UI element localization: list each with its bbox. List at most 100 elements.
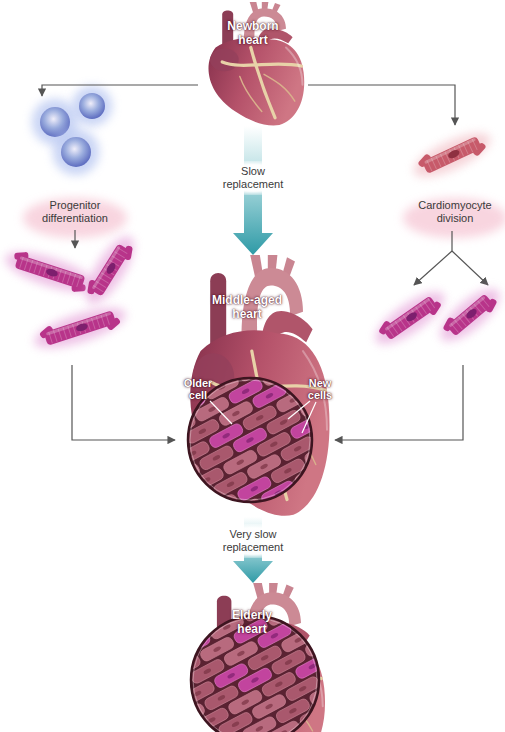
cell-nucleus [173, 543, 182, 550]
muscle-cell [404, 386, 441, 413]
muscle-cell [127, 431, 164, 458]
muscle-cell [328, 635, 365, 662]
cell-nucleus [284, 659, 293, 666]
cell-nucleus [470, 644, 479, 651]
cell-nucleus [131, 655, 140, 662]
muscle-cell [127, 623, 164, 650]
muscle-cell [370, 404, 407, 431]
cell-nucleus [333, 548, 342, 555]
cell-nucleus [178, 472, 187, 479]
coronary-fat [251, 47, 275, 117]
cell-nucleus [274, 681, 283, 688]
cardiomyocyte [433, 280, 505, 349]
cell-nucleus [388, 462, 397, 469]
flow-arrow [308, 85, 455, 125]
cell-nucleus [160, 397, 169, 404]
cell-nucleus [261, 343, 270, 350]
muscle-cell [400, 529, 437, 556]
cell-body [90, 243, 130, 296]
cell-nucleus [227, 672, 236, 679]
cell-nucleus [64, 690, 73, 697]
cell-nucleus [313, 592, 322, 599]
cell-nucleus [251, 366, 260, 373]
muscle-cell [381, 573, 418, 600]
muscle-cell [414, 555, 451, 582]
cell-nucleus [299, 374, 308, 381]
cell-nucleus [355, 480, 364, 487]
cell-nucleus [400, 512, 409, 519]
muscle-cell [362, 498, 399, 525]
muscle-cell [313, 728, 350, 732]
cell-nucleus [336, 405, 345, 412]
muscle-cell [419, 604, 456, 631]
cell-nucleus [385, 294, 394, 301]
cell-nucleus [260, 654, 269, 661]
cell-nucleus [154, 587, 163, 594]
heart-illustration [208, 2, 304, 125]
cell-nucleus [375, 627, 384, 634]
muscle-cell [161, 605, 198, 632]
cell-nucleus [418, 587, 427, 594]
cell-nucleus [120, 605, 129, 612]
cell-nucleus [413, 347, 422, 354]
cell-nucleus [83, 455, 92, 462]
cell-nucleus [446, 640, 455, 647]
muscle-cell [328, 324, 365, 351]
cell-nucleus [217, 694, 226, 701]
cell-nucleus [309, 543, 318, 550]
cell-nucleus [165, 637, 174, 644]
cell-nucleus [423, 636, 432, 643]
cell-nucleus [203, 668, 212, 675]
cell-nucleus [357, 552, 366, 559]
muscle-cell [141, 458, 178, 485]
cell-nucleus [405, 311, 419, 324]
muscle-cell [304, 320, 341, 347]
muscle-cell [351, 639, 388, 666]
cell-nucleus [93, 433, 102, 440]
cell-nucleus [222, 432, 231, 439]
progenitor-glow [72, 86, 112, 126]
muscle-cell [342, 351, 379, 378]
muscle-cell [252, 574, 289, 601]
cell-body [382, 296, 438, 341]
cell-nucleus [88, 503, 97, 510]
muscle-cell [261, 360, 298, 387]
muscle-cell [295, 534, 332, 561]
muscle-cell [106, 595, 143, 622]
cell-nucleus [193, 499, 202, 506]
cell-nucleus [164, 446, 173, 453]
muscle-cell [318, 346, 355, 373]
cell-nucleus [226, 481, 235, 488]
cell-nucleus [130, 583, 139, 590]
cell-nucleus [298, 494, 307, 501]
cell-nucleus [98, 673, 107, 680]
muscle-cell [332, 373, 369, 400]
muscle-cell [294, 342, 331, 369]
cell-nucleus [155, 468, 164, 475]
muscle-cell [74, 685, 111, 712]
cell-nucleus [385, 605, 394, 612]
muscle-cell [60, 658, 97, 685]
muscle-cell [386, 502, 423, 529]
cell-group: Cardiomyocyte division [372, 125, 502, 365]
muscle-cell [375, 452, 412, 479]
muscle-cell [332, 684, 369, 711]
muscle-cell [173, 559, 210, 586]
muscle-cell [381, 262, 418, 289]
cell-nucleus [242, 579, 251, 586]
muscle-cell [404, 577, 441, 604]
cell-nucleus [298, 685, 307, 692]
cell-nucleus [141, 633, 150, 640]
cell-nucleus [73, 477, 82, 484]
cell-nucleus [370, 387, 379, 394]
cell-nucleus [403, 680, 412, 687]
muscle-cell [140, 577, 177, 604]
muscle-cell [88, 711, 125, 732]
cell-nucleus [213, 646, 222, 653]
cell-nucleus [317, 449, 326, 456]
cell-nucleus [341, 454, 350, 461]
tissue-inset [22, 249, 495, 622]
cell-body [422, 136, 482, 174]
cell-nucleus [304, 614, 313, 621]
muscle-cell [347, 591, 384, 618]
